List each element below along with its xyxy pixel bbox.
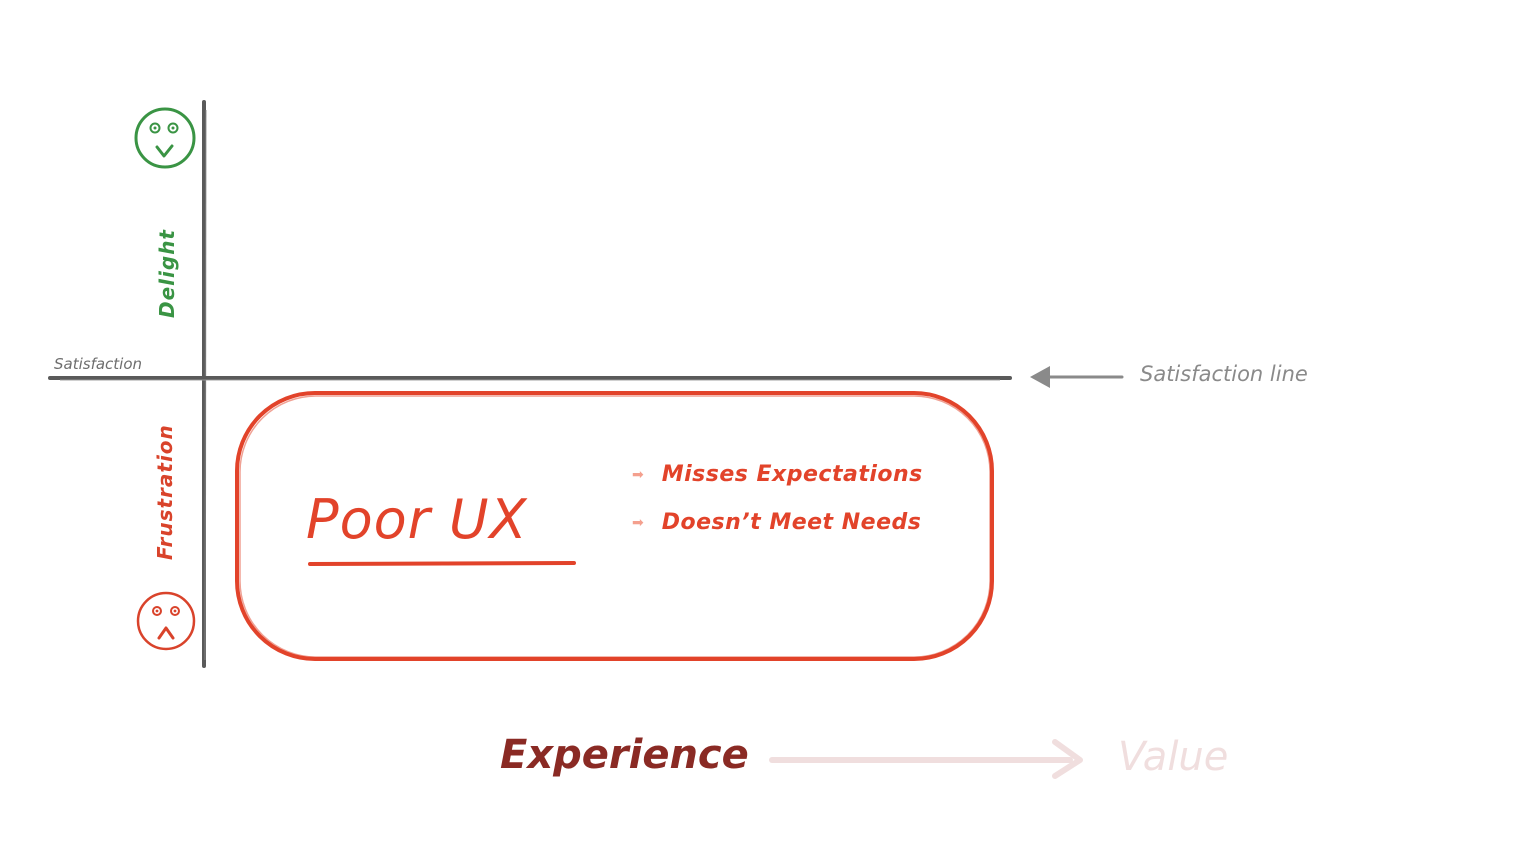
frustration-label: Frustration (153, 424, 177, 560)
value-label: Value (1118, 734, 1229, 780)
experience-label: Experience (500, 732, 749, 778)
smiley-face-icon (134, 107, 196, 169)
poor-ux-box-outline (235, 391, 994, 661)
delight-label: Delight (155, 229, 179, 318)
bullet-text: Misses Expectations (661, 462, 923, 487)
vertical-axis (202, 100, 207, 668)
bullet-arrow-icon: ➡ (632, 514, 644, 531)
bullet-item: ➡ Misses Expectations (632, 462, 923, 487)
experience-value-arrow-icon (769, 739, 1083, 779)
poor-ux-underline (308, 561, 576, 566)
bullet-item: ➡ Doesn’t Meet Needs (632, 510, 921, 535)
bullet-arrow-icon: ➡ (632, 466, 644, 483)
satisfaction-line (48, 376, 1012, 381)
bullet-text: Doesn’t Meet Needs (661, 510, 922, 535)
sad-face-icon (136, 591, 196, 651)
satisfaction-axis-label: Satisfaction (54, 355, 143, 373)
poor-ux-heading: Poor UX (306, 488, 528, 551)
satisfaction-line-callout: Satisfaction line (1140, 362, 1308, 386)
satisfaction-callout-arrow-icon (1030, 366, 1124, 388)
